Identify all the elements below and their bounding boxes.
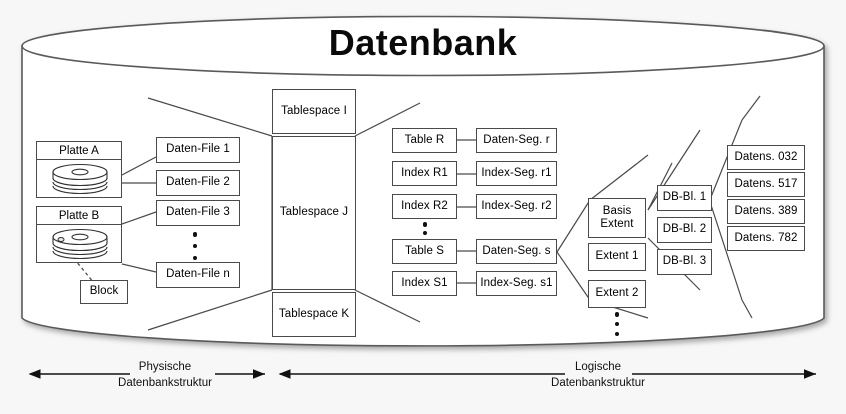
data-file-1: Daten-File 1 <box>156 137 240 163</box>
db-block-2: DB-Bl. 2 <box>657 217 712 243</box>
object-table-r: Table R <box>392 128 457 153</box>
tablespace-k: Tablespace K <box>272 292 356 337</box>
object-index-r2: Index R2 <box>392 194 457 219</box>
record-517: Datens. 517 <box>727 172 805 197</box>
caption-physical-line1: Physische <box>138 361 192 373</box>
disk-platte-a: Platte A <box>36 141 122 198</box>
extent-basis-line2: Extent <box>600 218 634 230</box>
segment-daten-seg-r: Daten-Seg. r <box>476 128 557 153</box>
segment-index-seg-r2: Index-Seg. r2 <box>476 194 557 219</box>
page-title: Datenbank <box>328 22 518 63</box>
data-file-3: Daten-File 3 <box>156 200 240 226</box>
db-block-1: DB-Bl. 1 <box>657 185 712 211</box>
tablespace-i: Tablespace I <box>272 89 356 134</box>
caption-logical-line2: Datenbankstruktur <box>551 376 645 389</box>
connector-lines-physical <box>121 156 157 273</box>
disk-platter-icon <box>37 225 121 263</box>
data-file-n: Daten-File n <box>156 262 240 288</box>
segment-daten-seg-s: Daten-Seg. s <box>476 239 557 264</box>
extent-2: Extent 2 <box>588 280 646 308</box>
object-index-s1: Index S1 <box>392 271 457 296</box>
caption-logical-line1: Logische <box>574 361 622 373</box>
record-032: Datens. 032 <box>727 145 805 170</box>
segment-index-seg-s1: Index-Seg. s1 <box>476 271 557 296</box>
connector-lines-segments <box>457 139 476 284</box>
extents-ellipsis <box>612 312 622 336</box>
record-389: Datens. 389 <box>727 199 805 224</box>
extent-basis-line1: Basis <box>602 204 632 217</box>
data-files-ellipsis <box>190 232 200 260</box>
record-782: Datens. 782 <box>727 226 805 251</box>
data-file-2: Daten-File 2 <box>156 170 240 196</box>
disk-platte-b: Platte B <box>36 206 122 263</box>
caption-physical: Physische Datenbankstruktur <box>82 360 248 391</box>
caption-logical: Logische Datenbankstruktur <box>515 360 681 391</box>
db-block-3: DB-Bl. 3 <box>657 249 712 275</box>
segment-index-seg-r1: Index-Seg. r1 <box>476 161 557 186</box>
tablespace-j: Tablespace J <box>272 136 356 290</box>
connector-lines-records <box>710 95 761 319</box>
disk-platter-icon <box>37 160 121 198</box>
disk-platte-a-label: Platte A <box>37 142 121 160</box>
disk-platte-b-label: Platte B <box>37 207 121 225</box>
block-box: Block <box>80 280 128 304</box>
object-index-r1: Index R1 <box>392 161 457 186</box>
extent-1: Extent 1 <box>588 243 646 271</box>
object-table-s: Table S <box>392 239 457 264</box>
extent-basis: Basis Extent <box>588 198 646 238</box>
caption-physical-line2: Datenbankstruktur <box>118 376 212 389</box>
